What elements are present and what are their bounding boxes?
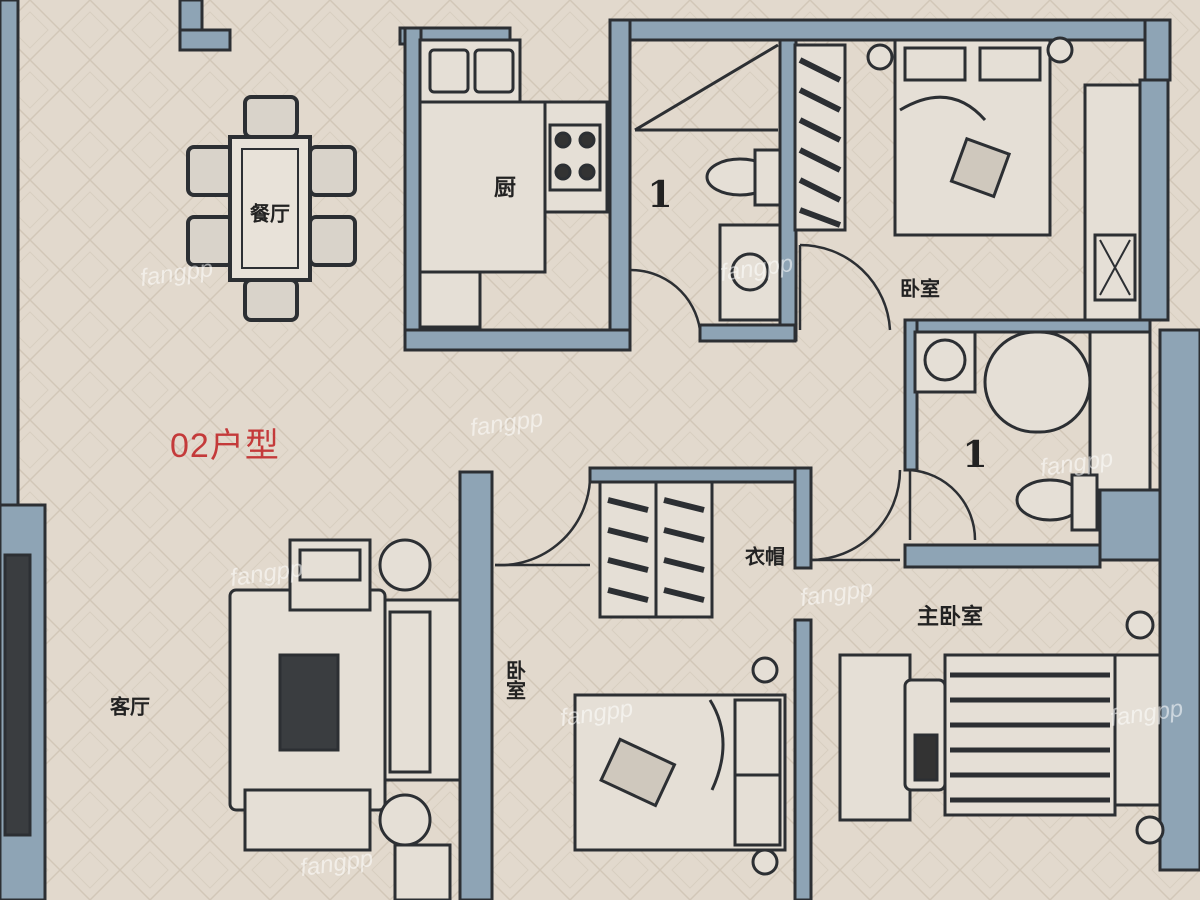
living-room-fixtures: [3, 538, 462, 900]
bedroom-ne-fixtures: [793, 36, 1142, 322]
bathroom-2-fixtures: [913, 330, 1152, 532]
master-bedroom-fixtures: [838, 610, 1165, 845]
room-label-closet: 衣帽: [745, 544, 785, 569]
room-label-master-bedroom: 主卧室: [916, 604, 984, 630]
bathroom-1-fixtures: [634, 43, 782, 322]
dining-table: [186, 95, 357, 322]
bedroom-s-fixtures: [573, 656, 787, 876]
room-label-kitchen: 厨: [493, 175, 517, 201]
room-label-living: 客厅: [110, 694, 150, 719]
closet-fixtures: [598, 480, 714, 619]
room-label-bedroom-ne: 卧室: [900, 276, 940, 301]
room-label-dining: 餐厅: [250, 201, 290, 226]
room-label-bathroom-2: 1: [962, 434, 988, 476]
unit-type-label: 02户型: [170, 427, 280, 465]
room-label-bathroom-1: 1: [647, 174, 673, 216]
room-label-bedroom-s: 卧室: [502, 660, 527, 700]
kitchen-fixtures: [418, 38, 609, 329]
door-swings: [494, 243, 977, 567]
